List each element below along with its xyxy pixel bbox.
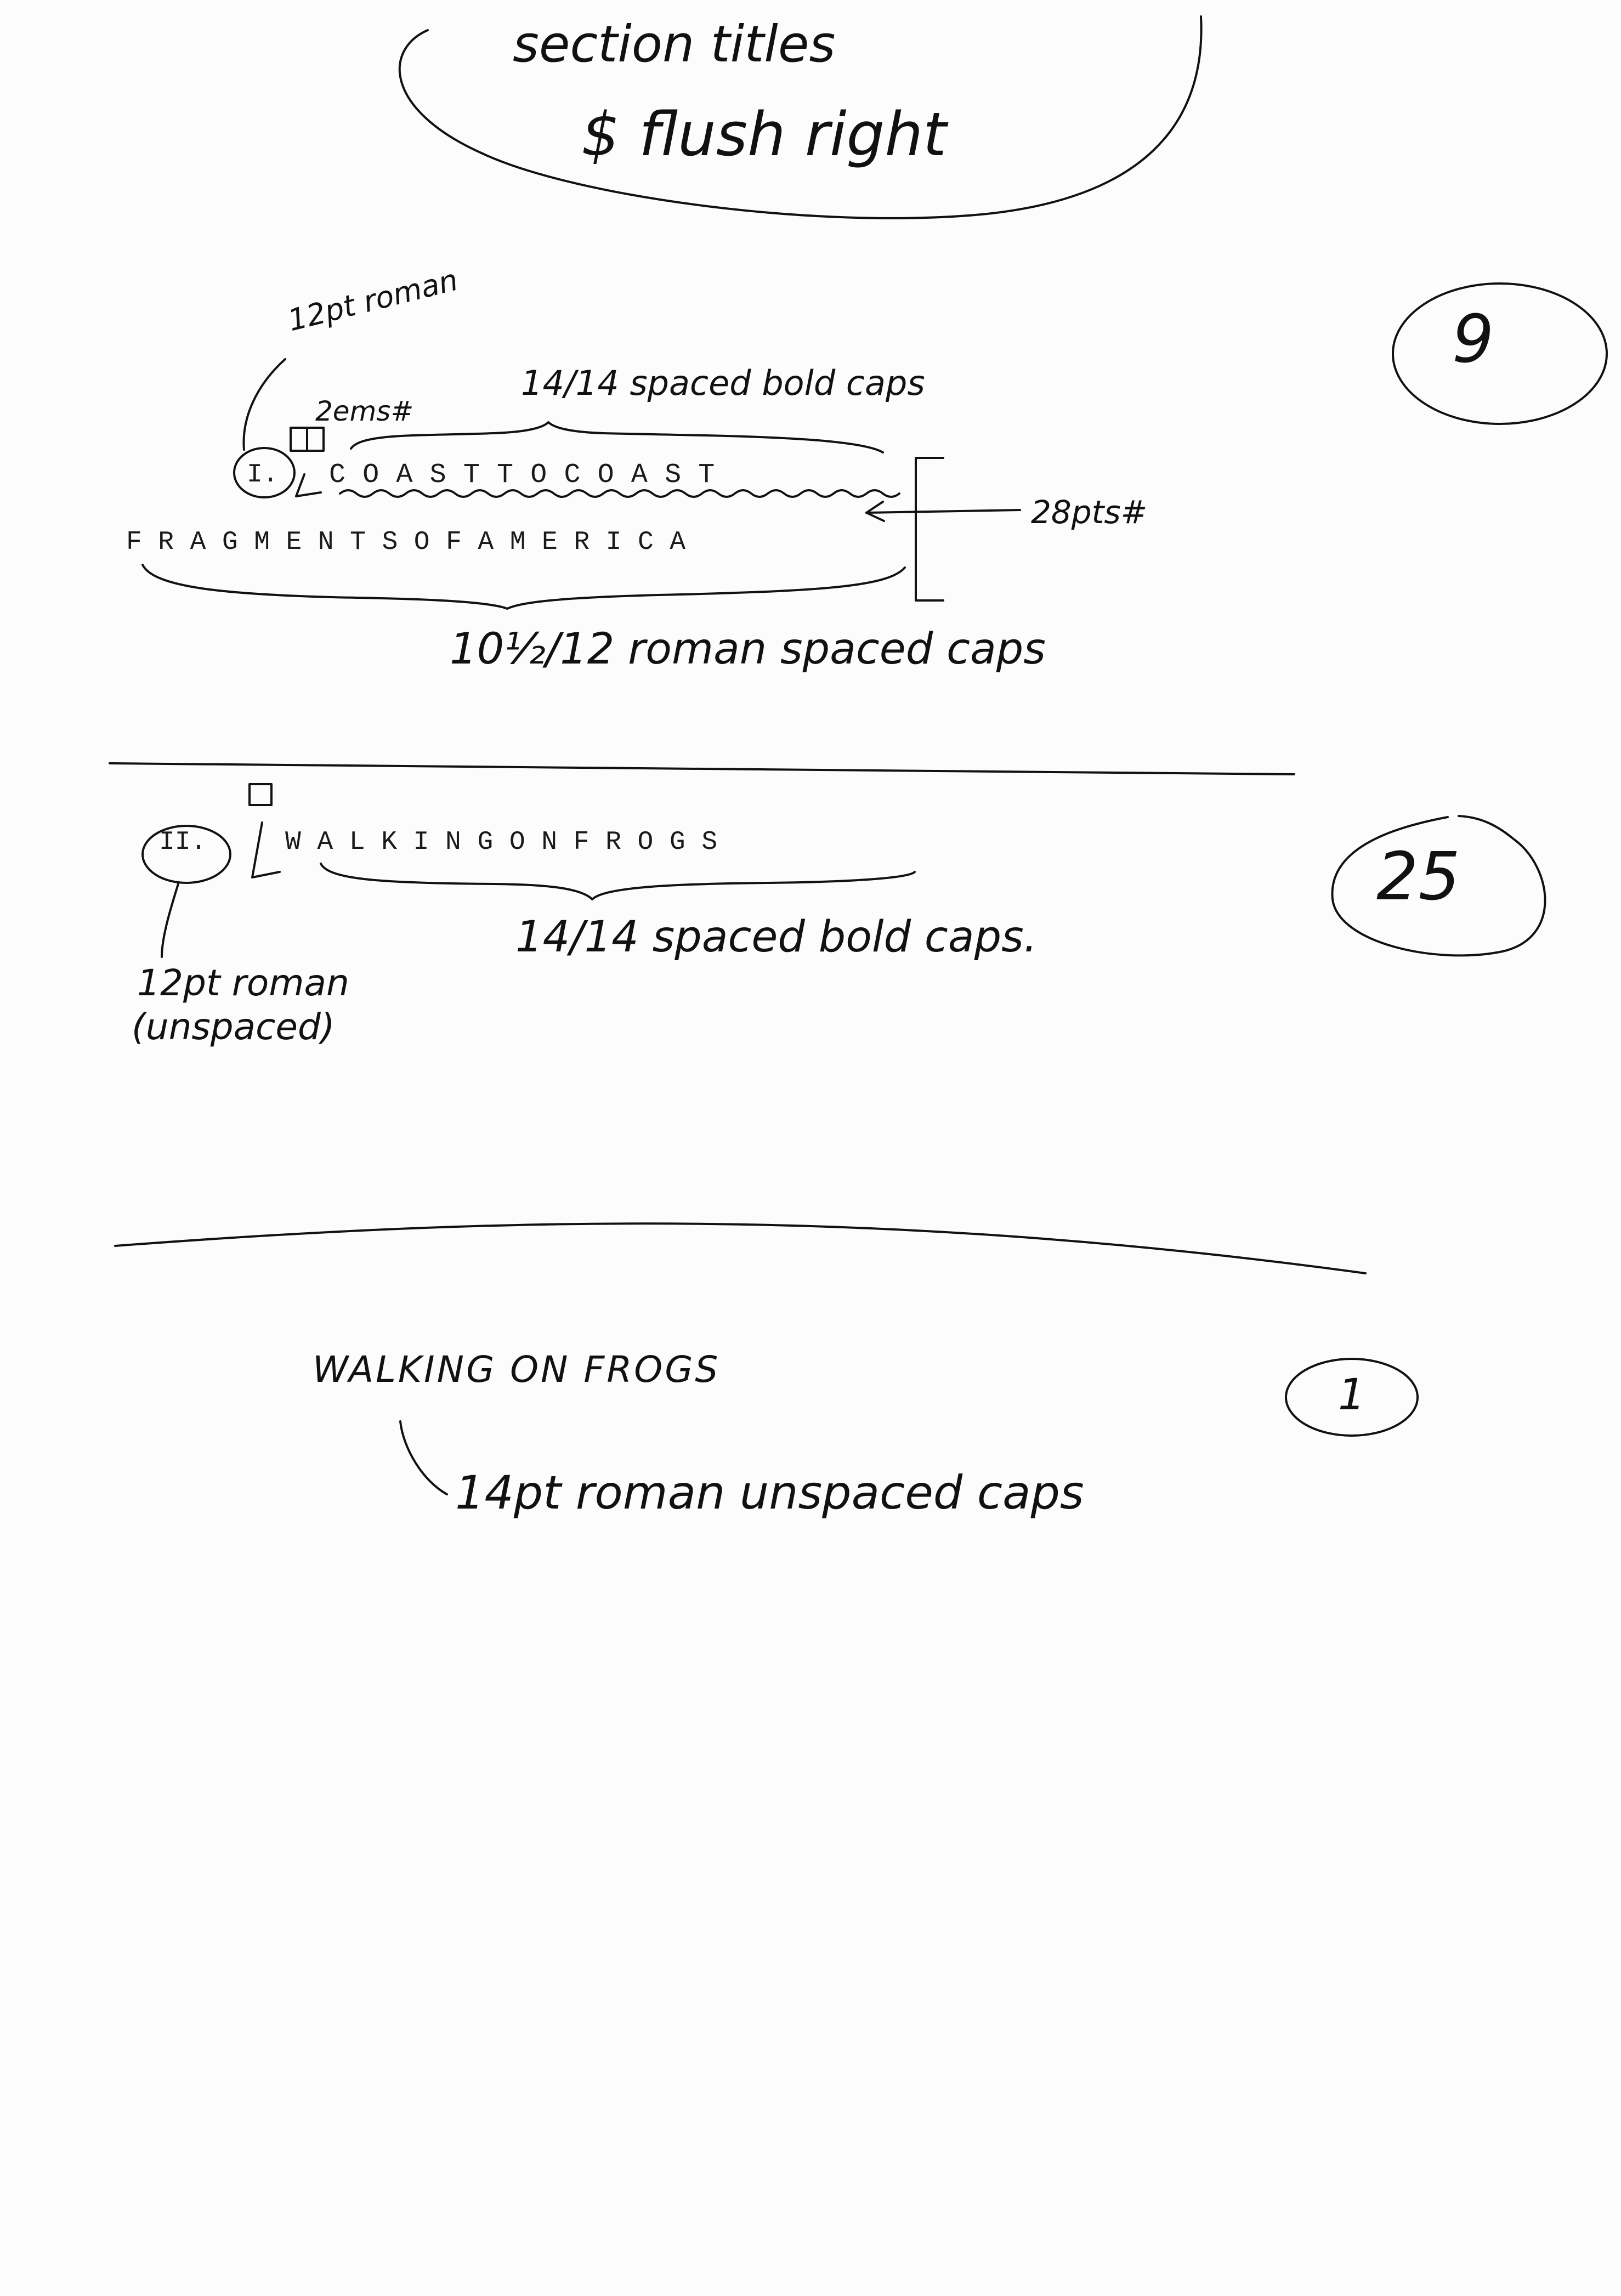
line-space-arrow [865,509,1021,514]
page-ref-25: 25 [1376,839,1460,915]
numeral-i-circle [233,447,296,498]
section-1-title: C O A S T T O C O A S T [329,460,715,491]
page-ref-9-circle [1392,282,1608,425]
title-1-brace [350,421,884,453]
section-1-subtitle: F R A G M E N T S O F A M E R I C A [126,528,686,557]
section-2-title: W A L K I N G O N F R O G S [285,827,718,857]
page-ref-1-circle [1285,1358,1419,1437]
page-ref-1: 1 [1338,1370,1365,1420]
header-note-line-1: section titles [513,15,836,73]
line-space-bracket [915,457,944,602]
numeral-i-leader [242,358,286,451]
line-space-arrowhead [865,501,885,522]
title-1-bold-underline [339,489,900,498]
note-line-space-1: 28pts# [1031,494,1148,531]
numeral-ii-circle [141,825,231,884]
section-3-leader [399,1420,448,1495]
indent-mark-2 [251,821,281,878]
indent-mark-1 [295,473,322,497]
section-3-title-handwritten: WALKING ON FROGS [313,1348,721,1391]
page-ref-25-circle [1331,815,1546,957]
indent-box-3 [248,783,273,806]
note-subtitle-font-1: 10½/12 roman spaced caps [450,625,1046,674]
note-title-font-1: 14/14 spaced bold caps [521,363,925,403]
note-indent-1: 2ems# [315,395,414,427]
note-title-font-2: 14/14 spaced bold caps. [515,912,1038,962]
indent-box-1 [290,427,308,452]
page-ref-9: 9 [1452,302,1494,378]
note-numeral-font-2a: 12pt roman [137,962,349,1004]
numeral-ii-leader [161,883,179,958]
header-note-line-2: $ flush right [581,99,947,169]
title-2-brace [320,863,916,900]
divider-rule-2 [114,1222,1367,1274]
numeral-i: I. [247,460,279,490]
numeral-ii: II. [159,827,207,857]
indent-box-2 [306,427,325,452]
note-font-3: 14pt roman unspaced caps [455,1466,1084,1520]
divider-rule-1 [109,762,1295,775]
header-oval [398,15,1203,219]
note-numeral-font-2b: (unspaced) [132,1006,335,1048]
subtitle-1-brace [141,564,906,610]
